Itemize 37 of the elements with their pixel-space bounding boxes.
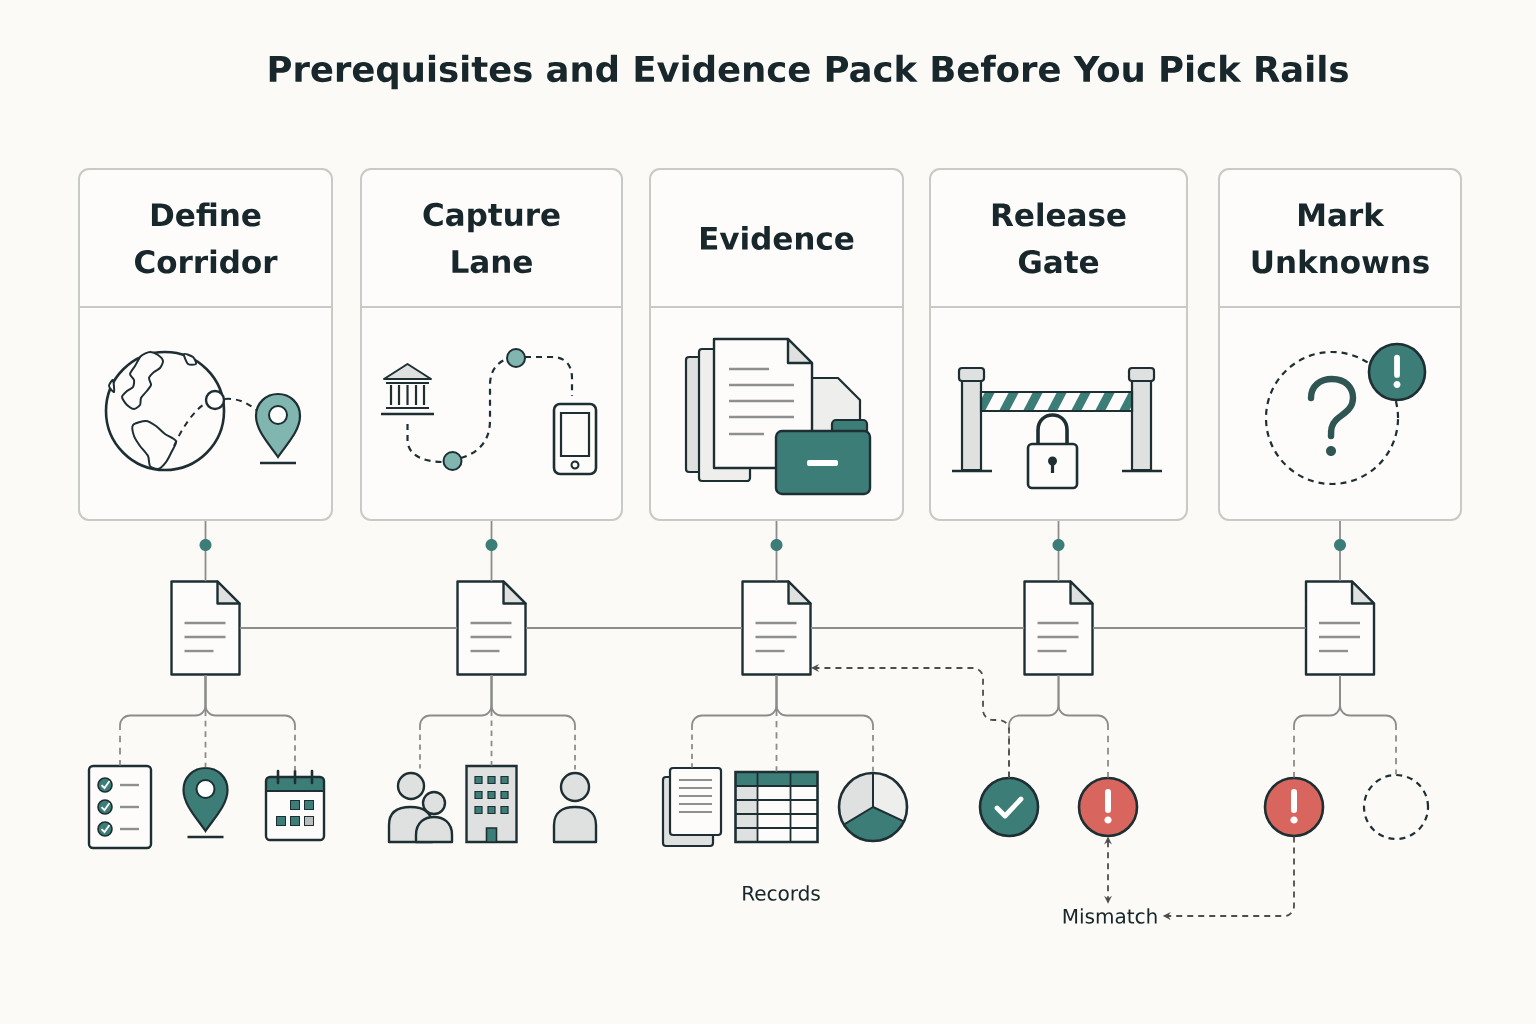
connector-line [775, 674, 874, 773]
connector-line [525, 627, 743, 629]
check-circle-icon [978, 776, 1040, 838]
calendar-icon [264, 769, 326, 842]
dashed-circle-icon [1362, 773, 1430, 841]
connector-line [204, 674, 296, 772]
documents-icon [661, 766, 723, 848]
connector-line [239, 627, 458, 629]
connector-line [1057, 674, 1109, 779]
checklist-icon [87, 764, 153, 850]
connector-line [204, 520, 207, 582]
step-card: Mark Unknowns [1218, 168, 1462, 521]
connector-line [810, 627, 1025, 629]
title: Prerequisites and Evidence Pack Before You Pick Rails [269, 54, 1348, 90]
connector-line [1339, 520, 1341, 582]
document-icon [1304, 580, 1376, 676]
group-label: Records [743, 885, 820, 901]
document-icon [741, 580, 812, 676]
map-pin-icon [182, 766, 229, 839]
note-text: Mismatch [1063, 908, 1157, 924]
person-icon [552, 771, 598, 844]
connector-line [1092, 627, 1307, 629]
connector-line [490, 674, 576, 771]
document-icon [456, 580, 527, 676]
pie-chart-icon [837, 771, 909, 843]
connector-line [490, 520, 493, 582]
document-icon [170, 580, 241, 676]
document-icon [1023, 580, 1094, 676]
connector-line [1057, 520, 1060, 582]
building-icon [465, 764, 518, 844]
people-icon [387, 771, 454, 844]
alert-circle-icon [1077, 776, 1139, 838]
step-card: Capture Lane [360, 168, 623, 521]
connector-line [775, 520, 778, 582]
connector-line [1339, 674, 1397, 776]
table-icon [734, 770, 819, 844]
alert-circle-icon [1263, 776, 1325, 838]
